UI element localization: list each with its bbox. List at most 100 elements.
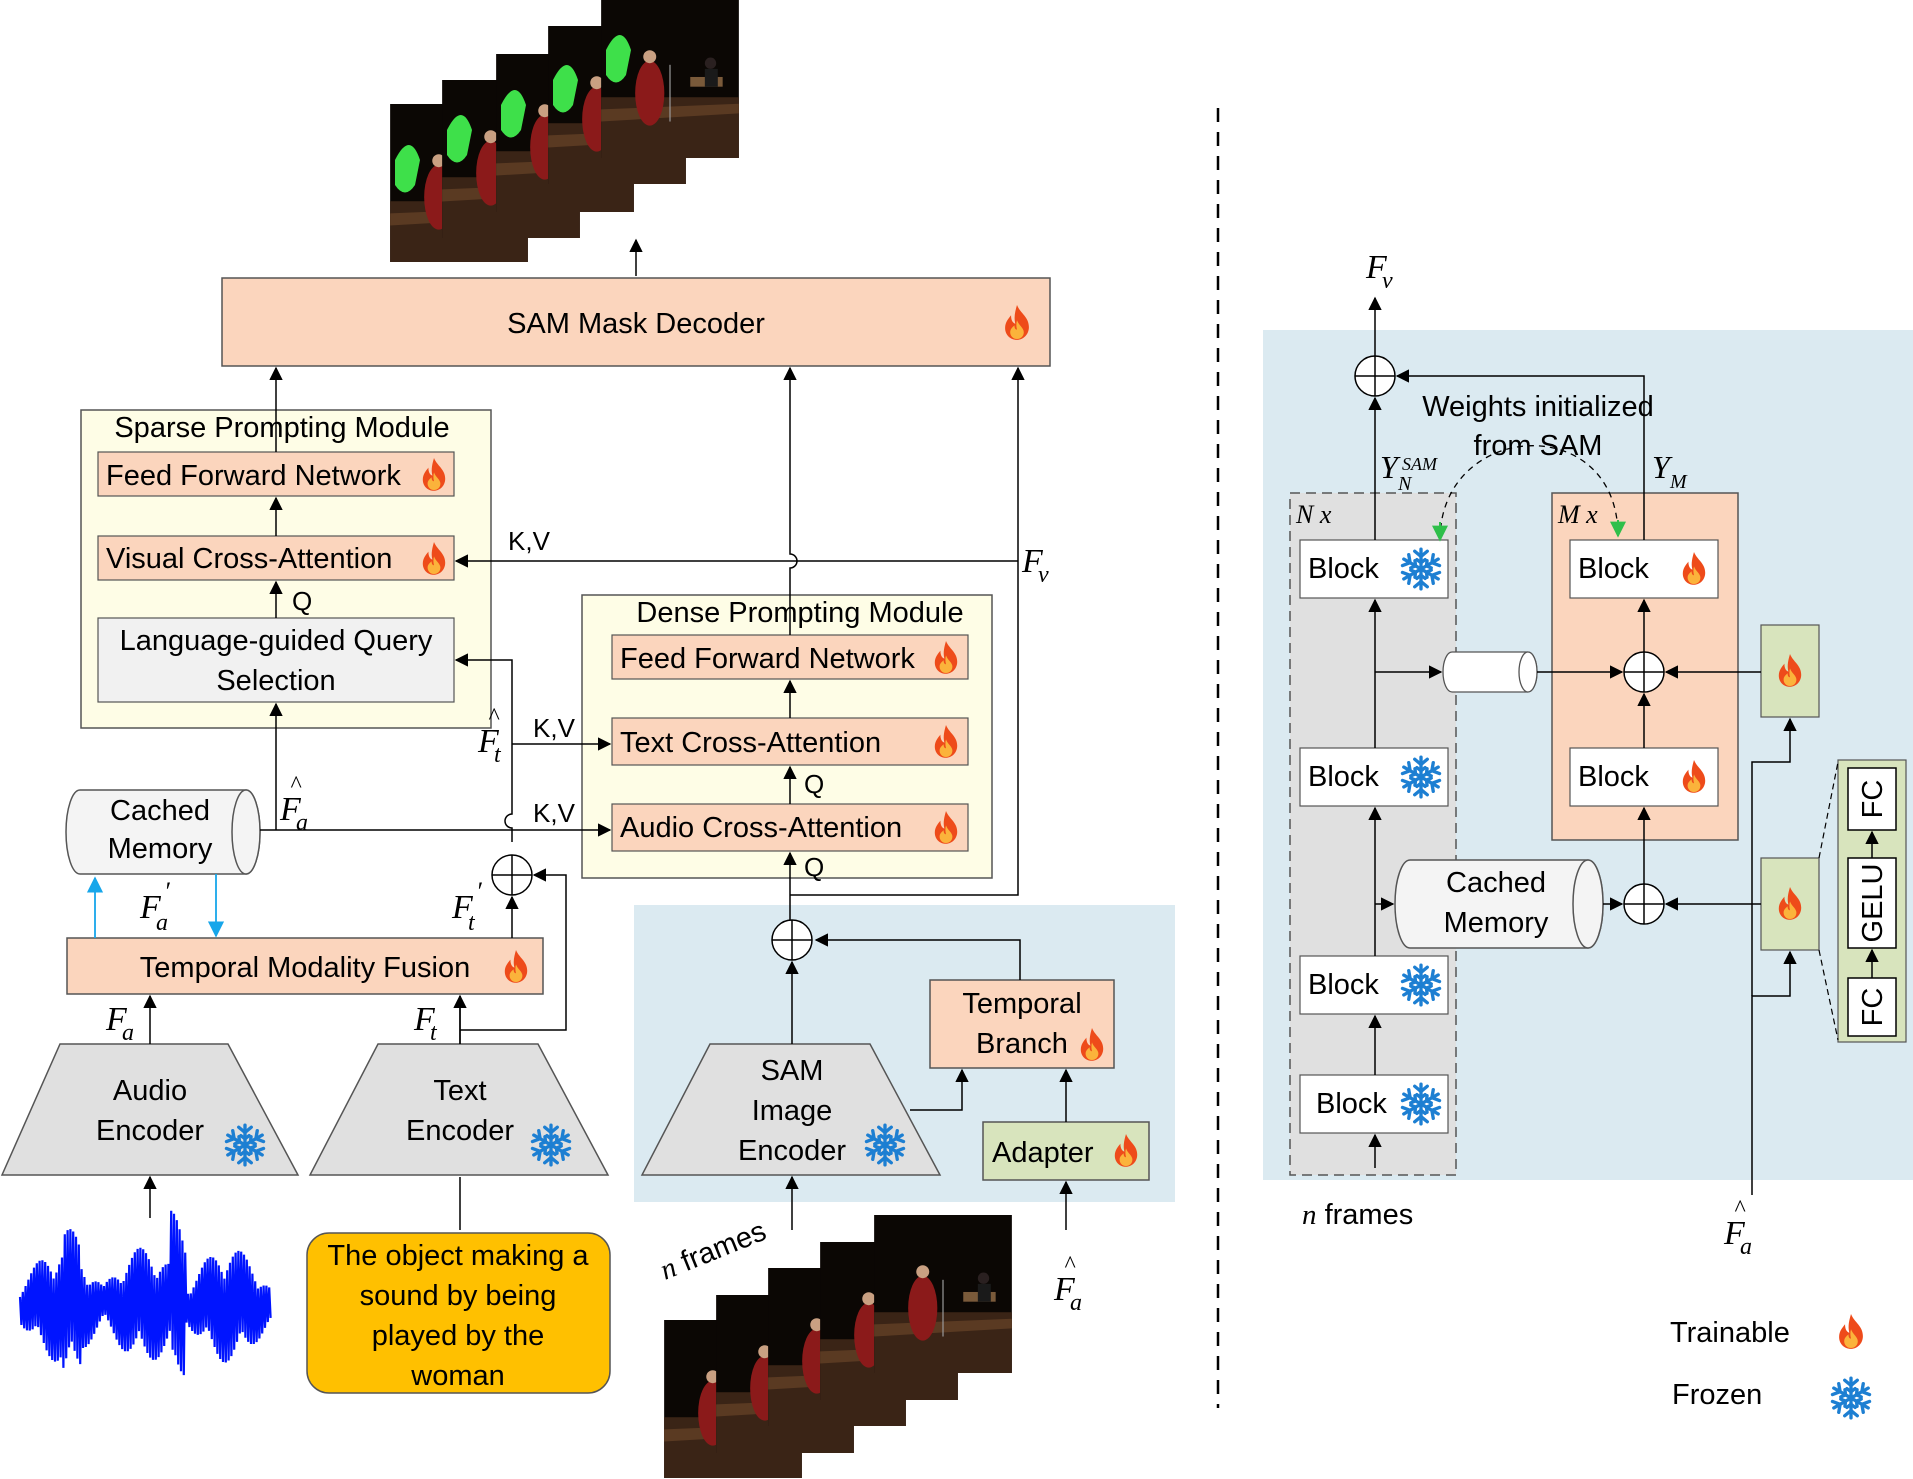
sam-mask-decoder-label: SAM Mask Decoder [507,308,765,340]
audio-waveform [18,1210,272,1376]
symbol-ft-hat: F t ^ [477,704,502,768]
sam-mask-decoder: SAM Mask Decoder [221,277,1051,367]
sam-image-encoder-line1: SAM [761,1055,824,1087]
add-node-m-upper [1623,651,1665,693]
svg-text:Y: Y [1652,449,1673,485]
text-encoder: Text Encoder [308,1043,610,1176]
temporal-fusion-label: Temporal Modality Fusion [140,952,470,984]
adapter-lower [1760,857,1820,951]
flame-icon [1839,1314,1863,1349]
svg-text:v: v [1038,562,1049,588]
trainable-block-1: Block [1569,539,1719,599]
svg-text:M: M [1669,471,1688,493]
svg-text:F: F [105,1001,128,1038]
svg-text:^: ^ [1734,1196,1746,1222]
svg-text:Cached: Cached [1446,867,1546,899]
svg-text:′: ′ [476,877,482,906]
text-prompt: The object making a sound by being playe… [306,1232,611,1394]
text-prompt-line4: woman [410,1360,505,1392]
svg-text:Block: Block [1308,969,1379,1001]
text-encoder-line2: Encoder [406,1115,514,1147]
svg-text:F: F [139,889,162,926]
svg-text:t: t [494,742,502,768]
text-prompt-line2: sound by being [360,1280,557,1312]
svg-text:^: ^ [290,772,302,798]
symbol-ft-prime: F t ′ [451,877,482,936]
sparse-q-label: Q [292,586,312,616]
svg-text:F: F [451,889,474,926]
svg-text:a: a [156,910,168,936]
cached-memory-left-line1: Cached [110,795,210,827]
svg-text:Y: Y [1380,449,1401,485]
audio-cross-attention-label: Audio Cross-Attention [620,812,902,844]
lqs-label-line1: Language-guided Query [120,625,433,657]
svg-text:F: F [1723,1215,1746,1252]
memory-token-cylinder [1442,651,1538,693]
text-prompt-line3: played by the [372,1320,545,1352]
svg-text:t: t [430,1020,438,1046]
svg-text:a: a [122,1020,134,1046]
symbol-ft: F t [413,1001,438,1046]
symbol-fv-right: F v [1365,249,1393,294]
dense-module-title: Dense Prompting Module [636,597,963,629]
frozen-block-3: Block [1299,955,1449,1015]
frozen-block-4: Block [1299,1074,1449,1134]
svg-text:a: a [296,810,308,836]
svg-text:SAM: SAM [1402,454,1438,474]
n-x-label: N x [1295,500,1332,529]
svg-text:a: a [1070,1290,1082,1316]
symbol-ym: Y M [1652,449,1688,493]
svg-text:a: a [1740,1234,1752,1260]
m-x-label: M x [1557,500,1598,529]
sam-image-encoder-line3: Encoder [738,1135,846,1167]
svg-text:F: F [413,1001,436,1038]
n-frames-left: n frames [656,1215,771,1286]
svg-text:Block: Block [1316,1088,1387,1120]
temporal-modality-fusion: Temporal Modality Fusion [66,937,544,995]
svg-text:^: ^ [488,704,500,730]
symbol-fa-hat-adapter: F a ^ [1053,1252,1082,1316]
dense-q2-label: Q [804,852,824,882]
n-frames-right: n frames [1302,1199,1413,1231]
svg-text:F: F [477,723,500,760]
text-prompt-line1: The object making a [327,1240,589,1272]
adapter-detail-mlp: FC GELU FC [1837,759,1907,1043]
svg-text:Block: Block [1308,553,1379,585]
visual-cross-attention-label: Visual Cross-Attention [106,543,392,575]
add-node-text [491,854,533,896]
symbol-fa-prime: F a ′ [139,877,170,936]
dense-ffn-label: Feed Forward Network [620,643,915,675]
adapter-upper [1760,624,1820,718]
sparse-module-title: Sparse Prompting Module [114,412,449,444]
fc-bottom-label: FC [1857,988,1889,1027]
lqs-label-line2: Selection [216,665,335,697]
svg-text:F: F [1053,1271,1076,1308]
gelu-label: GELU [1857,864,1889,943]
temporal-branch-line1: Temporal [962,988,1081,1020]
add-node-image [771,919,813,961]
weights-init-line2: from SAM [1474,430,1603,462]
dense-q1-label: Q [804,769,824,799]
trainable-block-2: Block [1569,747,1719,807]
cached-memory-right: Cached Memory [1394,859,1604,949]
adapter: Adapter [982,1121,1150,1181]
sparse-ffn-label: Feed Forward Network [106,460,401,492]
symbol-fa-hat: F a ^ [279,772,308,836]
svg-text:Block: Block [1308,761,1379,793]
symbol-fa: F a [105,1001,134,1046]
svg-text:^: ^ [1064,1252,1076,1278]
cached-memory-left-line2: Memory [108,833,213,865]
sparse-prompting-module: Sparse Prompting Module Feed Forward Net… [80,409,492,729]
sam-image-encoder: SAM Image Encoder [640,1043,942,1176]
add-node-m-lower [1623,883,1665,925]
svg-text:v: v [1382,268,1393,294]
legend-frozen-label: Frozen [1672,1379,1762,1411]
audio-encoder: Audio Encoder [0,1043,300,1176]
svg-text:Block: Block [1578,553,1649,585]
svg-text:F: F [1365,249,1388,286]
svg-text:F: F [279,791,302,828]
temporal-branch: Temporal Branch [929,979,1115,1069]
snowflake-icon [1831,1378,1872,1418]
temporal-branch-line2: Branch [976,1028,1068,1060]
